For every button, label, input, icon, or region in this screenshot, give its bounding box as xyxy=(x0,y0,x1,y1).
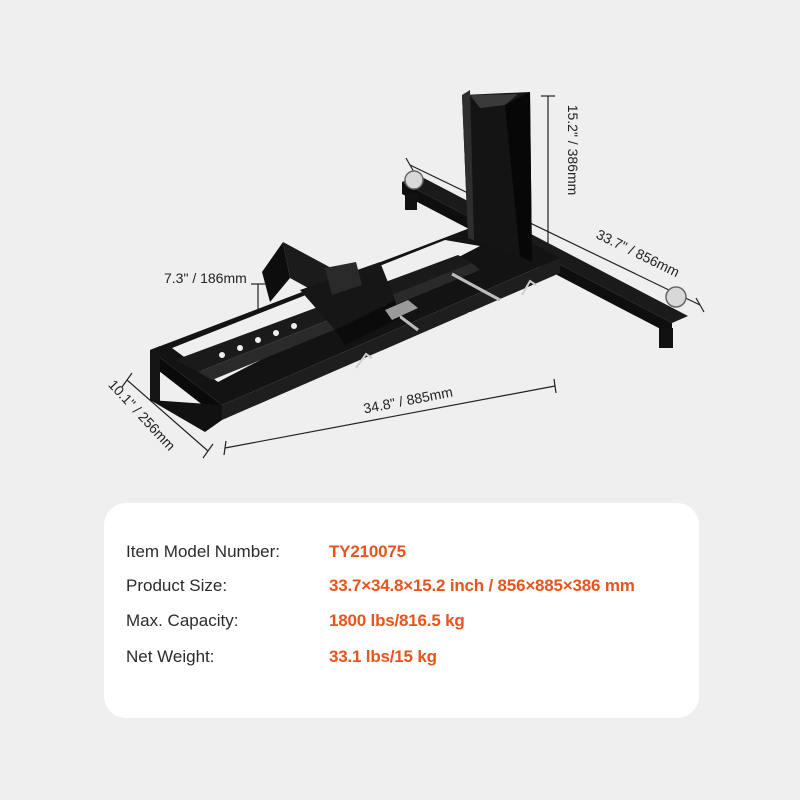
spec-card: Item Model Number: TY210075 Product Size… xyxy=(104,503,699,718)
wheel-cradle xyxy=(262,242,418,345)
chock-height-dimension-label: 7.3" / 186mm xyxy=(164,270,247,286)
spec-value: 33.1 lbs/15 kg xyxy=(329,647,437,666)
upright-post xyxy=(462,90,532,262)
spec-label: Max. Capacity: xyxy=(126,611,239,630)
spec-value: TY210075 xyxy=(329,542,406,561)
spec-label: Product Size: xyxy=(126,576,228,595)
spec-label: Net Weight: xyxy=(126,647,215,666)
spec-value: 33.7×34.8×15.2 inch / 856×885×386 mm xyxy=(329,576,635,595)
end-cap-knob xyxy=(404,170,424,190)
end-cap-knob xyxy=(665,286,687,308)
product-illustration: 15.2" / 386mm 33.7" / 856mm 7.3" / 186mm… xyxy=(105,90,705,459)
dimension-lines xyxy=(121,95,705,459)
height-dimension-label: 15.2" / 386mm xyxy=(565,104,581,196)
lock-pins xyxy=(355,279,537,369)
spec-label: Item Model Number: xyxy=(126,542,280,561)
wheel-chock-drawing xyxy=(121,90,705,459)
spec-value: 1800 lbs/816.5 kg xyxy=(329,611,465,630)
